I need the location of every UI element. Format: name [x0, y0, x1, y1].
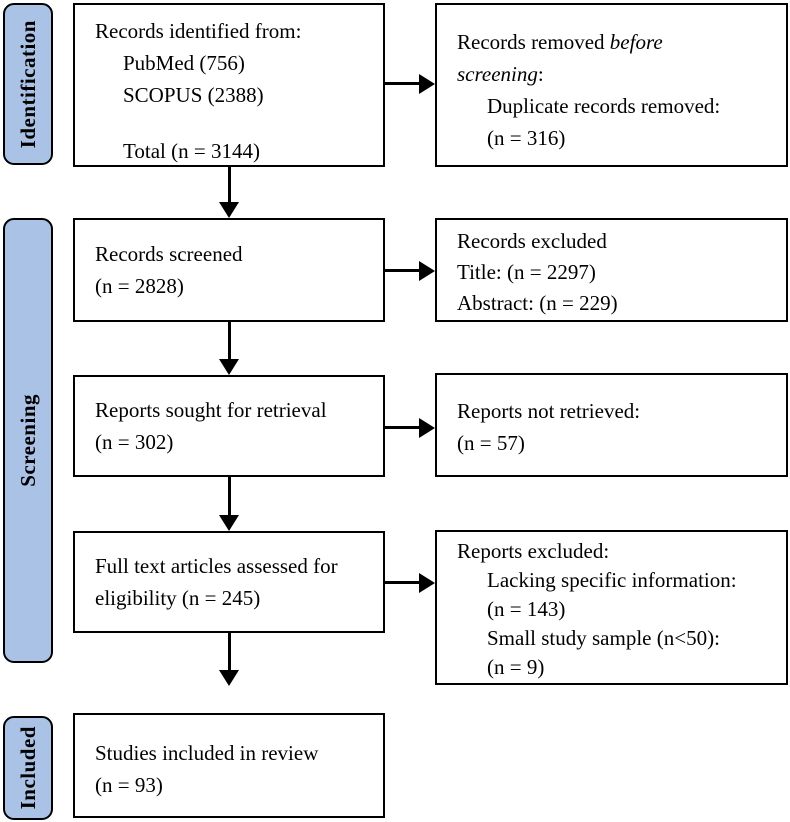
text-line: Duplicate records removed: — [487, 94, 721, 118]
arrow-identified-to-removed-shaft — [385, 82, 421, 85]
arrow-screened-to-sought-head — [219, 359, 239, 375]
arrow-screened-to-excluded-shaft — [385, 269, 421, 272]
text-segment: : — [537, 62, 544, 86]
text-line: (n = 2828) — [95, 274, 184, 298]
stage-label-identification: Identification — [3, 3, 53, 165]
text-line: Abstract: (n = 229) — [457, 291, 618, 315]
arrow-assessed-to-reportsexcluded-shaft — [385, 581, 421, 584]
stage-label-included: Included — [3, 716, 53, 820]
arrow-sought-to-assessed-head — [219, 515, 239, 531]
stage-label-screening: Screening — [3, 218, 53, 663]
text-line: Total (n = 3144) — [123, 139, 260, 163]
text-line: Lacking specific information: — [487, 568, 737, 592]
arrow-screened-to-excluded-head — [419, 261, 435, 281]
text-line: (n = 9) — [487, 655, 545, 679]
text-line: SCOPUS (2388) — [123, 83, 264, 107]
arrow-sought-to-notretrieved-head — [419, 418, 435, 438]
box-fulltext-assessed: Full text articles assessed for eligibil… — [73, 531, 385, 633]
box-reports-sought: Reports sought for retrieval (n = 302) — [73, 375, 385, 477]
box-records-screened: Records screened (n = 2828) — [73, 218, 385, 322]
italic-text-segment: screening — [457, 62, 538, 86]
arrow-assessed-to-included-shaft — [228, 633, 231, 671]
text-segment: Records removed — [457, 30, 605, 54]
arrow-identified-to-removed-head — [419, 74, 435, 94]
text-line: Records removed before — [457, 26, 778, 58]
arrow-identified-to-screened-head — [219, 202, 239, 218]
text-line: Full text articles assessed for — [95, 554, 338, 578]
stage-label-text: Included — [15, 726, 40, 810]
text-line: (n = 302) — [95, 430, 174, 454]
text-line: Small study sample (n<50): — [487, 626, 720, 650]
arrow-assessed-to-reportsexcluded-head — [419, 573, 435, 593]
text-line: Reports sought for retrieval — [95, 398, 327, 422]
box-reports-excluded: Reports excluded: Lacking specific infor… — [435, 530, 788, 685]
text-line: (n = 316) — [487, 126, 566, 150]
box-studies-included: Studies included in review (n = 93) — [73, 713, 385, 818]
text-line: Reports excluded: — [457, 539, 610, 563]
text-line: (n = 143) — [487, 597, 566, 621]
text-line: (n = 93) — [95, 773, 163, 797]
text-line: Studies included in review — [95, 741, 319, 765]
text-line: Reports not retrieved: — [457, 399, 641, 423]
arrow-screened-to-sought-shaft — [228, 322, 231, 360]
text-line: (n = 57) — [457, 431, 525, 455]
arrow-sought-to-assessed-shaft — [228, 477, 231, 516]
box-reports-not-retrieved: Reports not retrieved: (n = 57) — [435, 373, 788, 477]
box-records-removed-before-screening: Records removed before screening: Duplic… — [435, 3, 788, 167]
text-line: eligibility (n = 245) — [95, 586, 261, 610]
text-line: Records excluded — [457, 229, 607, 253]
box-records-excluded: Records excluded Title: (n = 2297) Abstr… — [435, 218, 788, 322]
arrow-identified-to-screened-shaft — [228, 167, 231, 204]
text-line: Title: (n = 2297) — [457, 260, 596, 284]
arrow-assessed-to-included-head — [219, 670, 239, 686]
text-line: screening: — [457, 58, 778, 90]
text-line: Records screened — [95, 242, 243, 266]
italic-text-segment: before — [609, 30, 663, 54]
arrow-sought-to-notretrieved-shaft — [385, 426, 421, 429]
text-line: Records identified from: — [95, 19, 302, 43]
box-records-identified: Records identified from: PubMed (756) SC… — [73, 3, 385, 167]
stage-label-text: Screening — [15, 394, 40, 487]
stage-label-text: Identification — [15, 19, 40, 149]
text-line: PubMed (756) — [123, 51, 245, 75]
